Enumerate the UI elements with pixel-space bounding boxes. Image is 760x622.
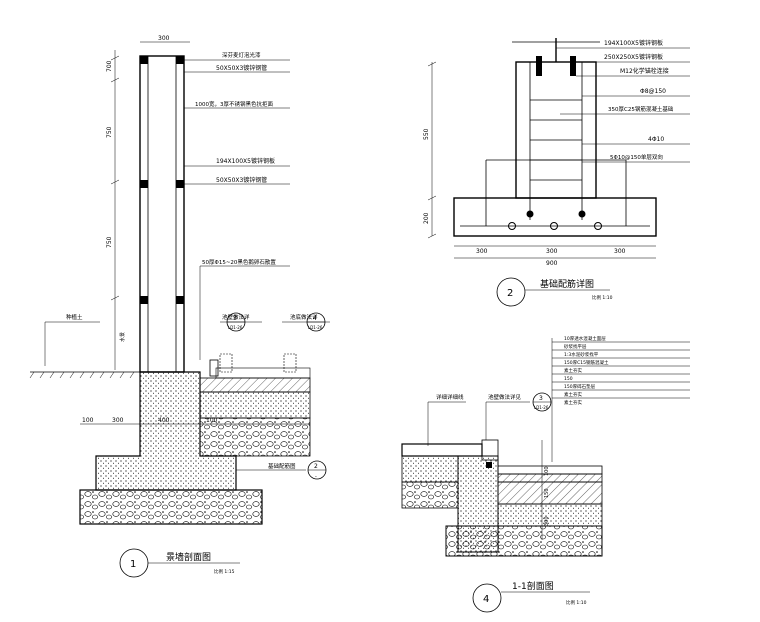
ground-hatch-marks bbox=[29, 371, 135, 379]
drawing-number-2: 2 bbox=[507, 288, 513, 299]
label-steel-plate: 194X100X5镀锌钢板 bbox=[216, 157, 275, 165]
d2-dim-total: 900 bbox=[546, 260, 558, 267]
layer-note-1: 10厚透水混凝土面层 bbox=[564, 335, 606, 342]
ref-title-pool-floor: 池底做法详 bbox=[290, 313, 318, 321]
layer-note-5: 素土夯实 bbox=[564, 367, 582, 374]
dim-bottom-3: 400 bbox=[158, 417, 170, 424]
d4-label-detail-line: 详细详细线 bbox=[436, 393, 464, 401]
d2-label-bars: 4Φ10 bbox=[648, 136, 664, 143]
label-pebbles: 50厚Φ15~20黑色鹅卵石散置 bbox=[202, 258, 276, 266]
ref-title-pool-wall: 池壁做法详 bbox=[222, 313, 250, 321]
dim-bottom-1: 100 bbox=[82, 417, 94, 424]
dim-bottom-2: 300 bbox=[112, 417, 124, 424]
dim-left-2: 750 bbox=[106, 126, 113, 138]
label-foundation-rebar: 基础配筋图 bbox=[268, 462, 296, 470]
d4-ref-num: 3 bbox=[539, 395, 543, 402]
dim-left-3: 750 bbox=[106, 236, 113, 248]
drawing-1-wall-section: 700 750 750 300 深芬麦灯泡光漆 50X50X3镀锌钢管 1000… bbox=[29, 35, 330, 578]
dim-d2-left-2: 200 bbox=[423, 212, 430, 224]
layer-note-9: 素土夯实 bbox=[564, 399, 582, 406]
drawing-title-2: 基础配筋详图 bbox=[540, 278, 594, 290]
d2-label-base-plate: 250X250X5镀锌钢板 bbox=[604, 53, 663, 61]
d2-dim-3: 300 bbox=[614, 248, 626, 255]
drawing-scale-4: 比例 1:10 bbox=[566, 599, 587, 606]
drawing-scale-2: 比例 1:10 bbox=[592, 294, 613, 301]
label-steel-panel: 1000宽，3厚不锈钢黑色抗拒面 bbox=[195, 100, 273, 108]
layer-note-leaders bbox=[552, 341, 690, 399]
layer-note-7: 150厚碎石垫层 bbox=[564, 383, 596, 390]
d4-dim-2: 150 bbox=[544, 488, 550, 498]
d2-label-anchor: M12化学锚栓连接 bbox=[620, 67, 669, 75]
drawing-title-4: 1-1剖面图 bbox=[512, 580, 554, 592]
layer-note-4: 150厚C15钢筋混凝土 bbox=[564, 359, 609, 366]
ref-sheet-3: LD1-26 bbox=[228, 325, 243, 330]
ref-num-2: 2 bbox=[314, 463, 318, 470]
ref-num-4: 4 bbox=[313, 315, 317, 322]
d4-dim-1: 100 bbox=[544, 466, 550, 476]
drawing-number-circle-2 bbox=[496, 277, 526, 307]
dim-top: 300 bbox=[158, 35, 170, 42]
d4-dim-3: 300 bbox=[544, 516, 550, 526]
drawing-4-section: 10厚透水混凝土面层 砂浆找平层 1:3水泥砂浆找平 150厚C15钢筋混凝土 … bbox=[401, 335, 690, 613]
pool-paving bbox=[199, 377, 311, 393]
d2-label-concrete: 350厚C25钢筋混凝土基础 bbox=[608, 105, 674, 113]
drawing-title-1: 景墙剖面图 bbox=[166, 551, 211, 563]
layer-note-2: 砂浆找平层 bbox=[564, 343, 587, 350]
label-water-feature: 水景 bbox=[119, 332, 126, 342]
gravel-bed bbox=[79, 489, 263, 525]
drawing-scale-1: 比例 1:15 bbox=[214, 568, 235, 575]
drawing-number-circle-4 bbox=[472, 583, 502, 613]
drawing-number-4: 4 bbox=[483, 594, 489, 605]
drawing-number-1: 1 bbox=[130, 559, 136, 570]
ref-sheet-2: - bbox=[315, 474, 317, 480]
dim-left-1: 700 bbox=[106, 60, 113, 72]
d2-label-steel-plate: 194X100X5镀锌钢板 bbox=[604, 39, 663, 47]
dim-d2-left-1: 550 bbox=[423, 128, 430, 140]
layer-note-8: 素土夯实 bbox=[564, 391, 582, 398]
d2-dim-1: 300 bbox=[476, 248, 488, 255]
d4-ref-sheet: LD1-26 bbox=[534, 405, 549, 410]
ref-sheet-4: LD1-26 bbox=[308, 325, 323, 330]
label-steel-tube-2: 50X50X3镀锌钢管 bbox=[216, 176, 267, 184]
drawing-2-foundation-rebar: 550 200 194X100X5镀锌钢板 25 bbox=[423, 38, 690, 307]
label-light-strip: 深芬麦灯泡光漆 bbox=[222, 51, 261, 59]
label-planting-soil: 种植土 bbox=[66, 313, 83, 321]
label-steel-tube-1: 50X50X3镀锌钢管 bbox=[216, 64, 267, 72]
d2-label-mesh: 5Φ10@150单层双向 bbox=[610, 153, 663, 161]
dim-paving: 100 bbox=[206, 417, 218, 424]
d2-dim-2: 300 bbox=[546, 248, 558, 255]
d2-label-stirrup: Φ8@150 bbox=[640, 88, 666, 95]
d4-label-pool-wall: 池壁做法详见 bbox=[488, 393, 522, 401]
layer-note-6: 150 bbox=[564, 376, 573, 382]
ref-num-3: 3 bbox=[233, 315, 237, 322]
layer-note-3: 1:3水泥砂浆找平 bbox=[564, 351, 599, 358]
